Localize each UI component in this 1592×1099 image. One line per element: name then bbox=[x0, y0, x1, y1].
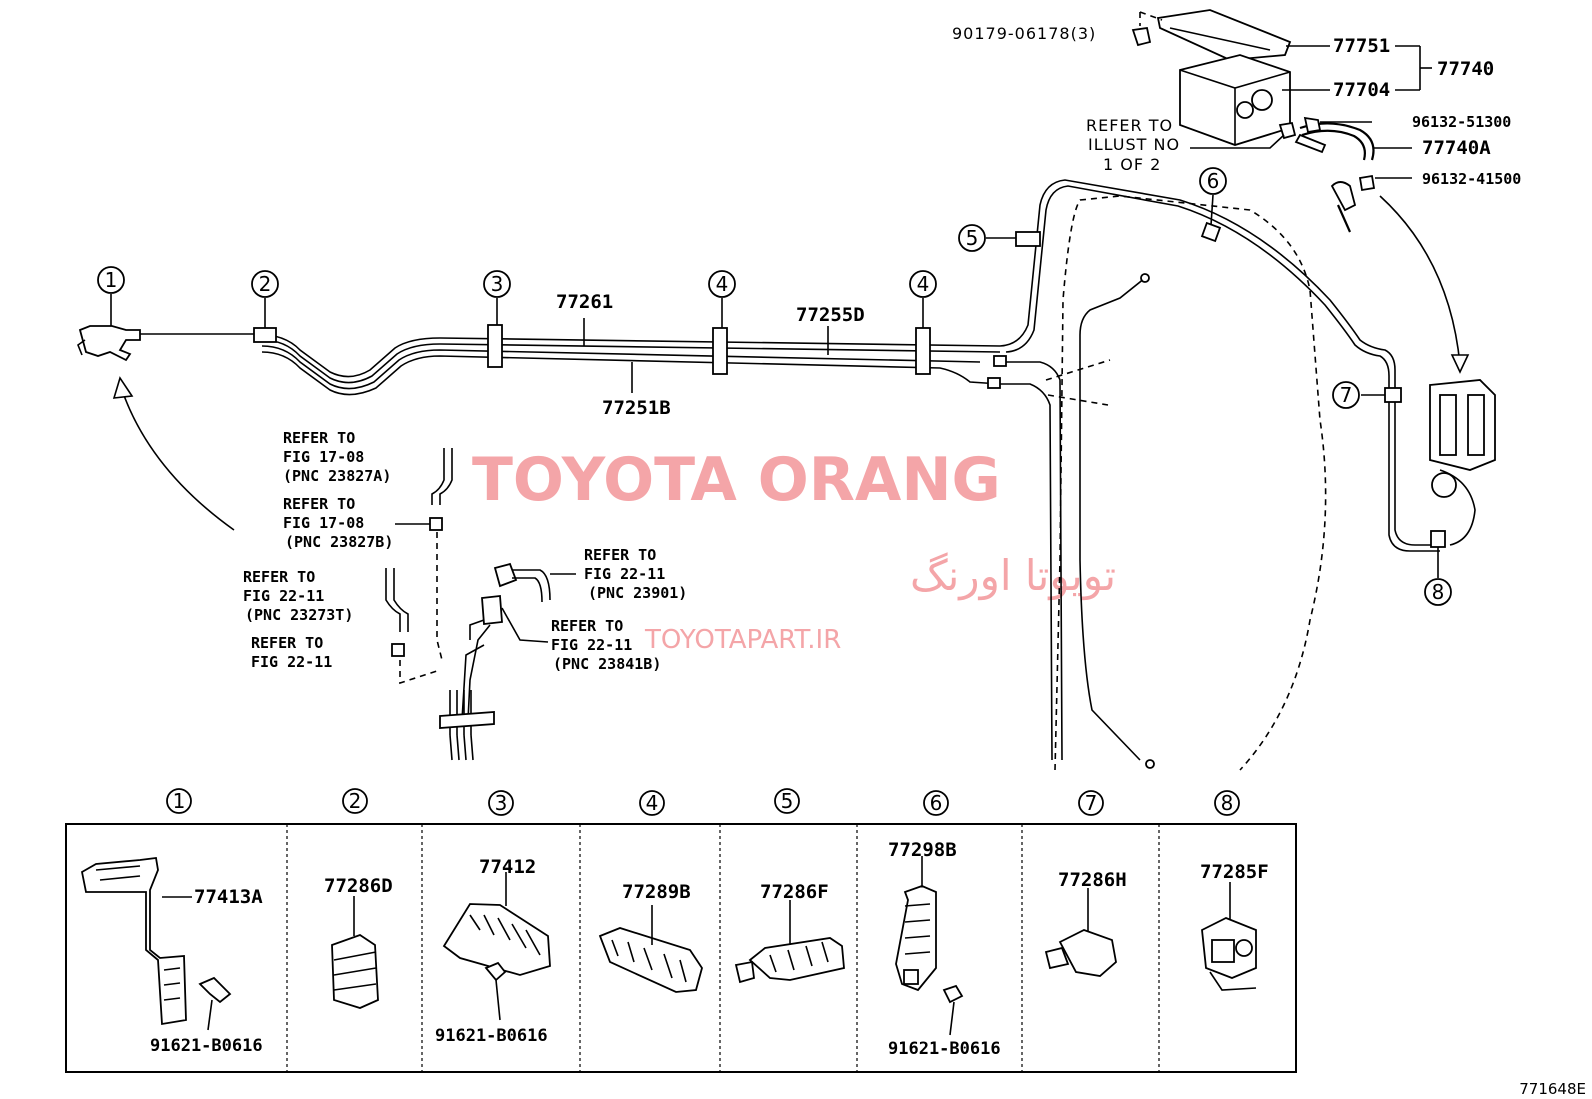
callout-5-label: 5 bbox=[966, 226, 979, 250]
ref-fig2211d-line3: (PNC 23841B) bbox=[553, 655, 661, 673]
ref-fig2211c-line2: FIG 22-11 bbox=[584, 565, 665, 583]
detail-cell-7: 77286H bbox=[1044, 869, 1127, 977]
ref-fig2211b-line1: REFER TO bbox=[251, 634, 323, 652]
ref-fig2211c-line3: (PNC 23901) bbox=[588, 584, 687, 602]
callout-circles: 1 2 3 4 4 5 6 7 8 bbox=[97, 167, 1452, 606]
detail-header-7: 7 bbox=[1078, 790, 1104, 816]
ref-illust-line3: 1 OF 2 bbox=[1103, 155, 1161, 174]
detail-num-1: 1 bbox=[173, 789, 186, 813]
label-90179: 90179-06178(3) bbox=[952, 24, 1096, 43]
detail-part-77413A: 77413A bbox=[194, 886, 263, 908]
callout-4a: 4 bbox=[708, 270, 736, 298]
left-connector bbox=[77, 325, 141, 362]
detail-cell-6: 77298B 91621-B0616 bbox=[888, 839, 1001, 1059]
watermark-site: TOYOTAPART.IR bbox=[644, 625, 841, 655]
drawing-code: 771648E bbox=[1519, 1080, 1586, 1098]
label-96132-51300: 96132-51300 bbox=[1412, 113, 1511, 131]
ref-illust-line1: REFER TO bbox=[1086, 116, 1173, 135]
detail-num-6: 6 bbox=[930, 791, 943, 815]
label-77261: 77261 bbox=[556, 291, 613, 313]
ref-fig1708b-line1: REFER TO bbox=[283, 495, 355, 513]
detail-part-77286D: 77286D bbox=[324, 875, 393, 897]
detail-part-91621-B0616-a: 91621-B0616 bbox=[150, 1036, 263, 1056]
charcoal-canister bbox=[1131, 9, 1496, 546]
callout-3: 3 bbox=[483, 270, 511, 298]
ref-fig2211d-line2: FIG 22-11 bbox=[551, 636, 632, 654]
detail-header-2: 2 bbox=[342, 788, 368, 814]
detail-header-3: 3 bbox=[488, 790, 514, 816]
detail-cell-5: 77286F bbox=[734, 881, 845, 984]
fuel-tube-bundle bbox=[140, 179, 1440, 761]
reference-labels: REFER TO ILLUST NO 1 OF 2 REFER TO FIG 1… bbox=[243, 116, 1180, 673]
engine-side-connections bbox=[385, 448, 576, 761]
callout-5: 5 bbox=[958, 224, 986, 252]
callout-3-label: 3 bbox=[491, 272, 504, 296]
callout-4a-label: 4 bbox=[716, 272, 729, 296]
callout-4b: 4 bbox=[909, 270, 937, 298]
ref-fig1708a-line2: FIG 17-08 bbox=[283, 448, 364, 466]
label-77251B: 77251B bbox=[602, 397, 671, 419]
detail-table: 1 2 3 4 5 6 7 8 77413A 91621-B0616 77286… bbox=[65, 788, 1297, 1073]
callout-2: 2 bbox=[251, 270, 279, 298]
detail-cell-2: 77286D bbox=[324, 875, 393, 1009]
ref-illust-line2: ILLUST NO bbox=[1088, 135, 1180, 154]
ref-fig1708b-line3: (PNC 23827B) bbox=[285, 533, 393, 551]
detail-cell-1: 77413A 91621-B0616 bbox=[80, 856, 263, 1056]
detail-header-6: 6 bbox=[923, 790, 949, 816]
callout-6-label: 6 bbox=[1207, 169, 1220, 193]
callout-leaders bbox=[110, 194, 1439, 578]
detail-part-77286H: 77286H bbox=[1058, 869, 1127, 891]
ref-fig2211a-line1: REFER TO bbox=[243, 568, 315, 586]
detail-header-1: 1 bbox=[166, 788, 192, 814]
callout-1: 1 bbox=[97, 266, 125, 294]
detail-num-5: 5 bbox=[781, 789, 794, 813]
detail-part-77286F: 77286F bbox=[760, 881, 829, 903]
ref-fig1708b-line2: FIG 17-08 bbox=[283, 514, 364, 532]
left-curved-arrow bbox=[112, 376, 235, 531]
watermark-latin: TOYOTA ORANG bbox=[472, 445, 1001, 515]
detail-part-91621-B0616-c: 91621-B0616 bbox=[888, 1039, 1001, 1059]
callout-2-label: 2 bbox=[259, 272, 272, 296]
ref-fig1708a-line3: (PNC 23827A) bbox=[283, 467, 391, 485]
callout-1-label: 1 bbox=[105, 268, 118, 292]
callout-8-label: 8 bbox=[1432, 580, 1445, 604]
detail-part-77289B: 77289B bbox=[622, 881, 691, 903]
ref-fig2211d-line1: REFER TO bbox=[551, 617, 623, 635]
label-77740: 77740 bbox=[1437, 58, 1494, 80]
detail-cell-3: 77412 91621-B0616 bbox=[435, 856, 551, 1046]
detail-part-91621-B0616-b: 91621-B0616 bbox=[435, 1026, 548, 1046]
fuel-tank-outline bbox=[1045, 195, 1327, 771]
label-96132-41500: 96132-41500 bbox=[1422, 170, 1521, 188]
label-77751: 77751 bbox=[1333, 35, 1390, 57]
detail-part-77412: 77412 bbox=[479, 856, 536, 878]
detail-num-4: 4 bbox=[646, 791, 659, 815]
detail-num-8: 8 bbox=[1221, 791, 1234, 815]
label-77740A: 77740A bbox=[1422, 137, 1491, 159]
watermark-persian: تويوتا اورنگ bbox=[910, 551, 1116, 600]
detail-header-8: 8 bbox=[1214, 790, 1240, 816]
detail-part-77298B: 77298B bbox=[888, 839, 957, 861]
callout-4b-label: 4 bbox=[917, 272, 930, 296]
callout-8: 8 bbox=[1424, 578, 1452, 606]
ref-fig1708a-line1: REFER TO bbox=[283, 429, 355, 447]
part-number-labels: 90179-06178(3) 77751 77740 77704 96132-5… bbox=[556, 24, 1521, 419]
label-77255D: 77255D bbox=[796, 304, 865, 326]
detail-num-3: 3 bbox=[495, 791, 508, 815]
detail-cell-4: 77289B bbox=[598, 881, 703, 993]
detail-part-77285F: 77285F bbox=[1200, 861, 1269, 883]
detail-num-7: 7 bbox=[1085, 791, 1098, 815]
ref-fig2211a-line3: (PNC 23273T) bbox=[245, 606, 353, 624]
label-77704: 77704 bbox=[1333, 79, 1390, 101]
ref-fig2211a-line2: FIG 22-11 bbox=[243, 587, 324, 605]
detail-header-4: 4 bbox=[639, 790, 665, 816]
detail-cell-8: 77285F bbox=[1200, 861, 1269, 991]
ref-fig2211c-line1: REFER TO bbox=[584, 546, 656, 564]
callout-6: 6 bbox=[1199, 167, 1227, 195]
callout-7-label: 7 bbox=[1340, 383, 1353, 407]
detail-num-2: 2 bbox=[349, 789, 362, 813]
callout-7: 7 bbox=[1332, 381, 1360, 409]
detail-header-5: 5 bbox=[774, 788, 800, 814]
ref-fig2211b-line2: FIG 22-11 bbox=[251, 653, 332, 671]
